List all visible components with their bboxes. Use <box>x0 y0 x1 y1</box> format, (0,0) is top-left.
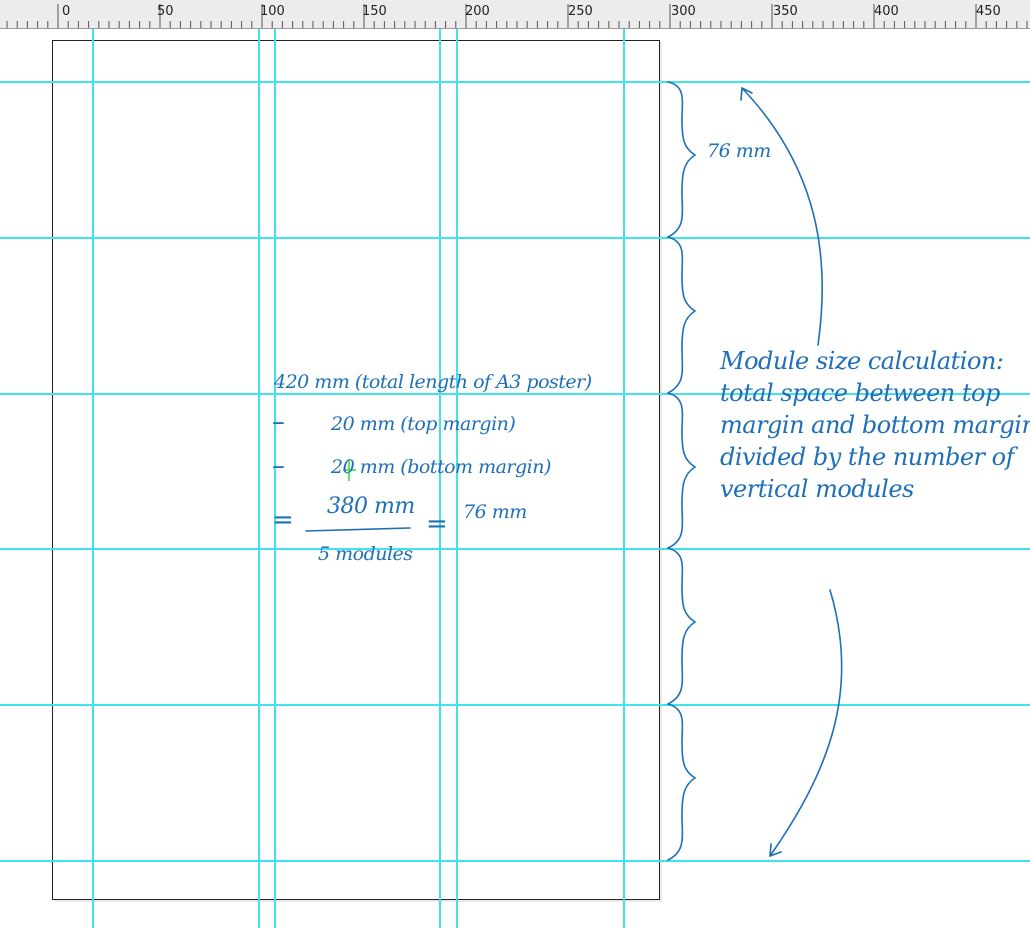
ruler-label-50: 50 <box>157 4 174 19</box>
fraction-bar <box>305 527 411 532</box>
horizontal-guide[interactable] <box>0 81 1030 83</box>
module-brace-2 <box>667 236 697 394</box>
horizontal-guide[interactable] <box>0 548 1030 550</box>
vertical-guide[interactable] <box>623 29 625 928</box>
minus-sign-2: – <box>272 451 285 481</box>
ruler-label-400: 400 <box>874 4 899 19</box>
text-cursor-icon <box>343 459 356 481</box>
vertical-guide[interactable] <box>274 29 276 928</box>
horizontal-guide[interactable] <box>0 237 1030 239</box>
ruler-label-450: 450 <box>976 4 1001 19</box>
vertical-guide[interactable] <box>439 29 441 928</box>
arrow-down-icon <box>769 589 843 857</box>
calc-line-total-length: 420 mm (total length of A3 poster) <box>274 371 592 393</box>
module-height-label: 76 mm <box>707 140 771 162</box>
ruler-ticks <box>6 4 1028 28</box>
ruler-label-100: 100 <box>260 4 285 19</box>
horizontal-ruler[interactable]: 0 50 100 150 200 250 300 350 400 450 <box>0 0 1030 29</box>
ruler-label-0: 0 <box>62 4 71 19</box>
minus-sign-1: – <box>272 407 285 437</box>
module-brace-3 <box>667 392 697 549</box>
calc-result: 76 mm <box>463 501 527 523</box>
vertical-guide[interactable] <box>258 29 260 928</box>
equals-sign-1: = <box>272 505 294 535</box>
fraction-numerator: 380 mm <box>327 494 415 519</box>
module-brace-5 <box>667 703 697 861</box>
ruler-label-350: 350 <box>773 4 798 19</box>
ruler-label-150: 150 <box>362 4 387 19</box>
ruler-label-300: 300 <box>671 4 696 19</box>
horizontal-guide[interactable] <box>0 704 1030 706</box>
calc-line-bottom-margin: 20 mm (bottom margin) <box>331 456 551 478</box>
note-title: Module size calculation: <box>720 347 1004 375</box>
vertical-guide[interactable] <box>456 29 458 928</box>
ruler-label-200: 200 <box>465 4 490 19</box>
equals-sign-2: = <box>426 509 448 539</box>
fraction-denominator: 5 modules <box>318 543 413 565</box>
ruler-label-250: 250 <box>568 4 593 19</box>
note-line: total space between top <box>720 379 1000 407</box>
note-line: margin and bottom margin <box>720 411 1030 439</box>
vertical-guide[interactable] <box>92 29 94 928</box>
module-brace-1 <box>667 81 697 238</box>
note-line: divided by the number of <box>720 443 1015 471</box>
calc-line-top-margin: 20 mm (top margin) <box>331 413 516 435</box>
arrow-up-icon <box>741 87 824 346</box>
horizontal-guide[interactable] <box>0 860 1030 862</box>
horizontal-guide[interactable] <box>0 393 1030 395</box>
note-line: vertical modules <box>720 475 914 503</box>
module-brace-4 <box>667 547 697 705</box>
